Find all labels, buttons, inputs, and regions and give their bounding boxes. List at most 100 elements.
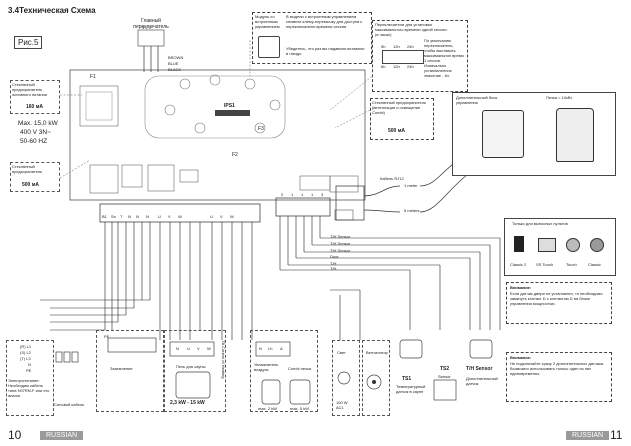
remote-classic2-image	[514, 236, 524, 252]
ventilation-title: Вентилятор	[366, 350, 388, 355]
humidifier-terminal-3: A	[280, 346, 283, 351]
session-switch-title: Переключатели для установки максимальног…	[375, 22, 447, 37]
power-line-n: N	[28, 362, 31, 367]
fuse-f3-label: F3	[258, 126, 264, 132]
ips-label: IPS1	[224, 103, 235, 109]
terminal-left-12: W	[230, 214, 234, 219]
humidifier-title: Увлажнитель воздуха	[254, 362, 279, 372]
warning-sensors-title: Внимание:	[510, 355, 532, 360]
remote-touch-image	[566, 238, 580, 252]
ventilation-callout	[362, 340, 390, 416]
combi-power: max. 5 kW	[290, 406, 309, 411]
light-callout	[332, 340, 360, 416]
warning-sensors-text: Не подключайте сразу 2 дополнительных да…	[510, 361, 605, 376]
power-cable-callout	[6, 340, 54, 416]
warning-door-title: Внимание:	[510, 285, 532, 290]
wire-label-2: T/H Sensor	[330, 241, 351, 246]
session-switch-label-5: 12h	[393, 44, 400, 49]
terminal-right-5: 3	[321, 192, 324, 197]
fuse-main-value: 160 мА	[26, 104, 44, 110]
rating-line-3: 50-60 HZ	[20, 138, 48, 145]
pe-block-label: PE	[104, 334, 110, 339]
cable-rj12-label: Кабель RJ12	[380, 176, 404, 181]
rating-line-1: Max. 15,0 kW	[18, 120, 58, 127]
sauna-heater-terminal-3: V	[197, 346, 200, 351]
module-insert-image	[258, 36, 280, 58]
wire-label-1: T/H Sensor	[330, 234, 351, 239]
sauna-heater-power: 2,3 kW - 15 kW	[170, 400, 205, 406]
fuse-aux-text: Стеклянный предохранитель	[12, 164, 43, 174]
terminal-left-7: U	[158, 214, 161, 219]
main-switch-label: Главный переключатель	[133, 18, 169, 30]
terminal-left-8: V	[168, 214, 171, 219]
ts2-title: TS2	[440, 366, 450, 372]
terminal-left-10: U	[210, 214, 213, 219]
fuse-main-text: Стеклянный предохранитель основного пита…	[12, 82, 47, 97]
language-badge-right: RUSSIAN	[566, 431, 610, 440]
power-line-l2: (S) L2	[20, 350, 31, 355]
terminal-left-1: B1	[102, 214, 107, 219]
power-cable-note: Электропитание: Необходим кабель типа H0…	[8, 378, 50, 398]
rating-line-2: 400 V 3N~	[20, 129, 51, 136]
power-line-pe: PE	[26, 368, 32, 373]
figure-label: Рис.5	[14, 36, 43, 49]
power-line-l3: (T) L3	[20, 356, 31, 361]
grounding-callout	[96, 330, 164, 412]
warning-door-box	[506, 282, 612, 324]
fuse-aux-value: 500 мА	[22, 182, 40, 188]
terminal-left-5: N	[136, 214, 139, 219]
ts1-title: TS1	[402, 376, 412, 382]
session-switch-note: По умолчанию переключатель, чтобы выстав…	[424, 38, 464, 78]
remote-sstouch-image	[538, 238, 556, 252]
external-oven-image	[556, 108, 594, 162]
grounding-label: Заземление	[110, 366, 133, 371]
sauna-heater-title: Печь для сауны	[176, 364, 206, 369]
external-oven-title: Печка > 10кВт	[546, 95, 573, 100]
terminal-right-4: 1	[311, 192, 314, 197]
remote-model-1: Classic 2	[510, 262, 527, 267]
wire-label-6: T/H	[330, 266, 337, 271]
cable-1m-label: 1 meter	[404, 183, 418, 188]
module-insert-hint: Убедитесь, что раз вы надавили вставили …	[286, 46, 365, 56]
language-badge-left: RUSSIAN	[40, 431, 84, 440]
terminal-left-9: W	[178, 214, 182, 219]
ts2-note: Sensor	[438, 374, 451, 379]
terminal-right-3: 1	[301, 192, 304, 197]
warning-door-text: Если датчик двери не установлен, то необ…	[510, 291, 603, 306]
session-switch-callout	[372, 20, 468, 92]
remote-classic-image	[590, 238, 604, 252]
page-number-right: 11	[610, 428, 623, 442]
external-control-unit-image	[482, 110, 524, 158]
terminal-right-1: 2	[281, 192, 284, 197]
sauna-heater-terminal-1: N	[176, 346, 179, 351]
sauna-heater-terminal-2: U	[187, 346, 190, 351]
power-line-l1: (R) L1	[20, 344, 32, 349]
remote-only-title: Только для выносных пультов	[512, 221, 568, 226]
tb-control-label: TB Control of Heating	[221, 340, 226, 379]
light-power: 100 W AC1	[336, 400, 348, 410]
wire-label-5: T/H	[330, 261, 337, 266]
module-insert-callout	[252, 12, 372, 64]
wire-label-3: T/H Sensor	[330, 248, 351, 253]
main-switch-wire-black: BLACK	[168, 67, 182, 72]
th-sensor-note: Дополнительный датчик	[466, 376, 498, 386]
th-sensor-title: T/H Sensor	[466, 366, 493, 372]
page-number-left: 10	[8, 428, 22, 442]
session-switch-graphic	[382, 50, 424, 64]
fuse-f1-label: F1	[90, 74, 96, 80]
terminal-left-6: N	[146, 214, 149, 219]
remote-model-2: SS Touch	[536, 262, 554, 267]
wire-label-4: Door	[330, 254, 339, 259]
terminal-left-2: Sn	[111, 214, 116, 219]
ts1-note: Температурный датчик в сауне	[396, 384, 426, 394]
cable-5m-label: 5 meters	[404, 208, 420, 213]
session-switch-label-2: 12h	[393, 64, 400, 69]
terminal-left-11: V	[220, 214, 223, 219]
external-unit-title: Дополнительный блок управления	[456, 95, 498, 105]
remote-model-3: Touch	[566, 262, 577, 267]
session-switch-label-6: 24h	[407, 44, 414, 49]
section-title: 3.4Техническая Схема	[8, 6, 96, 15]
light-title: Свет	[337, 350, 346, 355]
warning-sensors-box	[506, 352, 612, 402]
